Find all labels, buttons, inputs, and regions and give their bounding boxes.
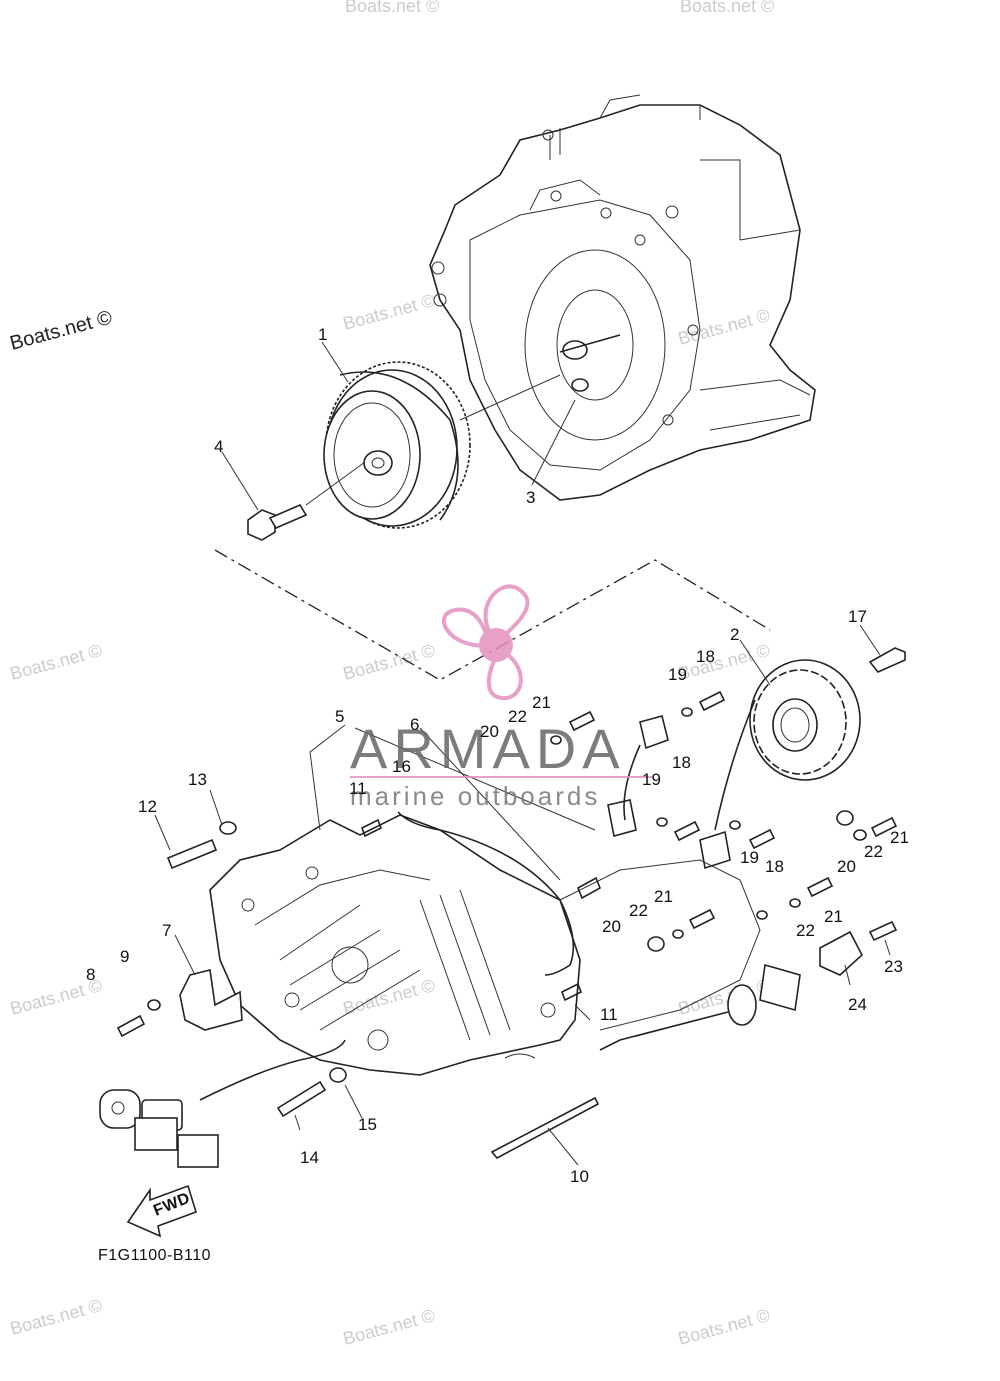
- callout-17: 17: [848, 607, 867, 626]
- brand-tagline: marine outboards: [350, 781, 600, 811]
- callout-22a: 22: [508, 707, 527, 726]
- callout-labels: 1 2 3 4 5 6 7 8 9 10 11 11 12 13 14 15 1…: [86, 325, 909, 1186]
- flywheel-bolt-icon: [247, 461, 366, 541]
- callout-20a: 20: [480, 722, 499, 741]
- callout-11b: 11: [600, 1005, 618, 1024]
- callout-15: 15: [358, 1115, 377, 1134]
- grommet-icon: [819, 930, 863, 976]
- callout-20b: 20: [837, 857, 856, 876]
- callout-2: 2: [730, 625, 739, 644]
- callout-7: 7: [162, 921, 171, 940]
- callout-10: 10: [570, 1167, 589, 1186]
- wire-icon: [397, 811, 575, 976]
- watermark-main: Boats.net ©: [8, 306, 115, 354]
- shaft-line: [459, 374, 561, 421]
- callout-19b: 19: [642, 770, 661, 789]
- wire-harness-icon: [99, 1039, 346, 1168]
- callout-21c: 21: [654, 887, 673, 906]
- callout-21d: 21: [824, 907, 843, 926]
- diagram-code: F1G1100-B110: [98, 1247, 211, 1264]
- callout-13: 13: [188, 770, 207, 789]
- callout-9: 9: [120, 947, 129, 966]
- wire-grommet-icon: [599, 963, 801, 1051]
- watermark: Boats.net ©: [341, 290, 437, 334]
- callout-8: 8: [86, 965, 95, 984]
- watermark: Boats.net ©: [341, 640, 437, 684]
- callout-6: 6: [410, 715, 419, 734]
- callout-22b: 22: [864, 842, 883, 861]
- callout-22d: 22: [796, 921, 815, 940]
- callout-4: 4: [214, 437, 223, 456]
- callout-14: 14: [300, 1148, 319, 1167]
- fasteners: [116, 647, 906, 1118]
- bracket-icon: [179, 969, 243, 1031]
- callout-18b: 18: [672, 753, 691, 772]
- engine-block-icon: [429, 94, 816, 501]
- flywheel-icon: [323, 361, 471, 529]
- brand-name: ARMADA: [350, 717, 626, 780]
- cable-tie-icon: [490, 1096, 600, 1160]
- callout-12: 12: [138, 797, 157, 816]
- watermark: Boats.net ©: [345, 0, 439, 16]
- callout-11a: 11: [349, 779, 367, 798]
- flywheel-cover-icon: [209, 814, 761, 1076]
- watermark: Boats.net ©: [8, 640, 104, 684]
- watermark: Boats.net ©: [676, 305, 772, 349]
- callout-24: 24: [848, 995, 867, 1014]
- armada-logo: ARMADA marine outboards: [350, 584, 652, 811]
- watermark: Boats.net ©: [341, 1305, 437, 1349]
- pulser-coil-icon: [607, 715, 731, 870]
- callout-16: 16: [392, 757, 411, 776]
- callout-18a: 18: [696, 647, 715, 666]
- watermark: Boats.net ©: [676, 640, 772, 684]
- forward-arrow-icon: FWD: [126, 1184, 197, 1238]
- callout-22c: 22: [629, 901, 648, 920]
- watermark: Boats.net ©: [680, 0, 774, 16]
- callout-18c: 18: [765, 857, 784, 876]
- leader-lines: [154, 341, 891, 1166]
- callout-1: 1: [318, 325, 327, 344]
- callout-23: 23: [884, 957, 903, 976]
- watermarks: Boats.net © Boats.net © Boats.net © Boat…: [8, 0, 775, 1349]
- callout-20c: 20: [602, 917, 621, 936]
- stator-coil-icon: [714, 659, 861, 831]
- callout-19a: 19: [668, 665, 687, 684]
- propeller-icon: [442, 584, 530, 701]
- watermark: Boats.net ©: [676, 1305, 772, 1349]
- callout-5: 5: [335, 707, 344, 726]
- callout-21a: 21: [532, 693, 551, 712]
- callout-19c: 19: [740, 848, 759, 867]
- callout-21b: 21: [890, 828, 909, 847]
- callout-3: 3: [526, 488, 535, 507]
- watermark: Boats.net ©: [8, 1295, 104, 1339]
- alignment-line: [214, 549, 771, 681]
